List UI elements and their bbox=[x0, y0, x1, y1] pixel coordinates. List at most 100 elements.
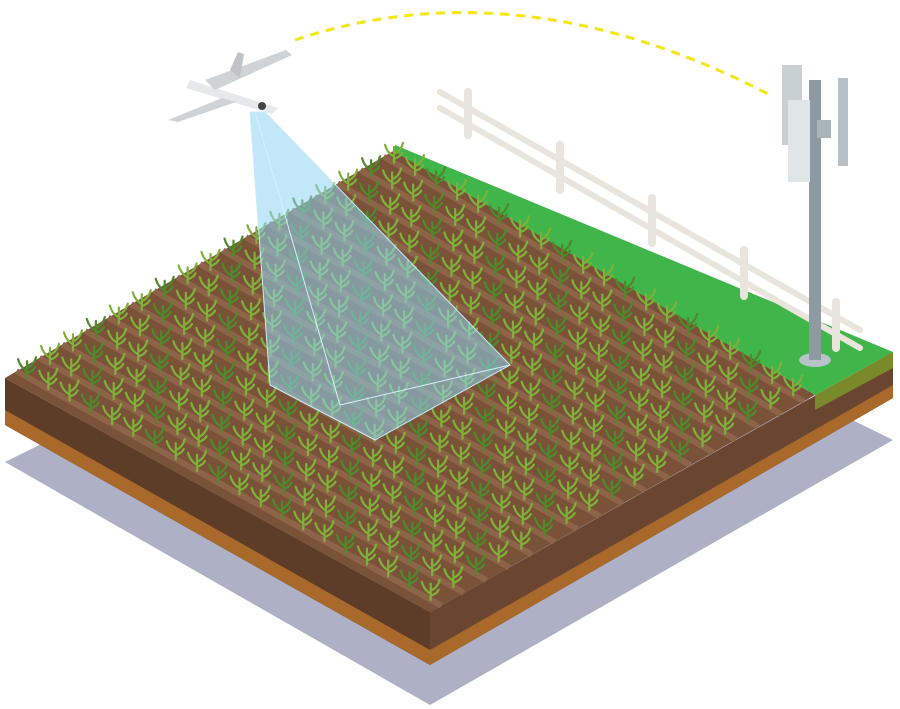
soil-ridge bbox=[83, 328, 511, 570]
crop-plant bbox=[126, 364, 147, 387]
crop-plant bbox=[592, 289, 613, 312]
crop-plant bbox=[518, 403, 540, 426]
crop-plant bbox=[165, 438, 186, 461]
crop-plant bbox=[468, 503, 490, 527]
crop-plant bbox=[216, 336, 237, 359]
crop-plant bbox=[341, 432, 362, 455]
crop-plant bbox=[467, 190, 489, 213]
crop-plant bbox=[485, 253, 506, 276]
crop-plant bbox=[59, 379, 80, 402]
crop-plant bbox=[558, 477, 579, 500]
crop-plant bbox=[212, 386, 234, 409]
crop-plant bbox=[615, 276, 636, 299]
crop-plant bbox=[783, 374, 804, 397]
crop-plant bbox=[590, 314, 611, 337]
grass-side bbox=[815, 352, 893, 410]
crop-plant bbox=[200, 248, 221, 272]
crop-plant bbox=[382, 167, 403, 190]
crop-plant bbox=[465, 553, 487, 576]
crop-plant bbox=[315, 495, 337, 518]
crop-plant bbox=[481, 304, 502, 327]
crop-plant bbox=[445, 203, 466, 227]
crop-plant bbox=[146, 401, 167, 424]
crop-plant bbox=[294, 483, 315, 506]
crop-plant bbox=[385, 431, 406, 454]
crop-plant bbox=[273, 471, 294, 495]
crop-plant bbox=[297, 433, 318, 457]
crop-plant bbox=[128, 339, 149, 362]
crop-plant bbox=[671, 413, 692, 436]
crop-plant bbox=[196, 299, 218, 322]
crop-plant bbox=[580, 464, 601, 487]
crop-plant bbox=[566, 352, 587, 375]
crop-plant bbox=[490, 515, 511, 538]
crop-plant bbox=[627, 413, 648, 437]
crop-plant bbox=[504, 291, 525, 314]
crop-plant bbox=[694, 400, 715, 423]
crop-plant bbox=[760, 386, 781, 410]
crop-plant bbox=[630, 363, 652, 387]
crop-plant bbox=[359, 180, 380, 203]
crop-plant bbox=[488, 202, 510, 226]
crop-plant bbox=[601, 476, 623, 499]
crop-plant bbox=[514, 478, 535, 501]
crop-plant bbox=[582, 439, 603, 462]
crop-plant bbox=[314, 520, 335, 543]
crop-plant bbox=[501, 341, 522, 364]
crop-plant bbox=[85, 315, 106, 339]
crop-plant bbox=[520, 378, 541, 401]
crop-plant bbox=[497, 391, 519, 414]
drone-scan-beam bbox=[249, 111, 511, 441]
crop-plant bbox=[550, 264, 571, 288]
crop-plant bbox=[441, 254, 462, 277]
crop-plant bbox=[546, 315, 567, 338]
crop-plant bbox=[276, 422, 297, 445]
crop-plant bbox=[209, 436, 230, 459]
crop-plant bbox=[400, 542, 422, 565]
crop-plant bbox=[535, 490, 556, 513]
crop-plant bbox=[147, 376, 168, 399]
soil-ridge bbox=[359, 167, 783, 417]
crop-plant bbox=[404, 153, 426, 177]
crop-plant bbox=[274, 447, 296, 470]
crop-plant bbox=[651, 376, 673, 399]
crop-plant bbox=[232, 423, 253, 446]
crop-plant bbox=[338, 168, 359, 191]
crop-plant bbox=[221, 260, 242, 284]
crop-plant bbox=[237, 348, 258, 371]
crop-plant bbox=[541, 390, 562, 413]
crop-plant bbox=[229, 473, 250, 496]
crop-plant bbox=[538, 440, 559, 463]
crop-plant bbox=[564, 377, 585, 400]
crop-plant bbox=[399, 230, 420, 253]
crop-plant bbox=[669, 438, 691, 461]
crop-plant bbox=[378, 555, 399, 578]
crop-plant bbox=[523, 328, 545, 351]
crop-plant bbox=[444, 541, 465, 564]
crop-plant bbox=[250, 484, 271, 508]
crop-plant bbox=[462, 266, 483, 290]
crop-plant bbox=[609, 351, 631, 375]
crop-plant bbox=[674, 363, 695, 386]
crop-plant bbox=[240, 298, 262, 321]
crop-plant bbox=[655, 325, 676, 349]
crop-plant bbox=[699, 325, 720, 348]
crop-plant bbox=[530, 227, 552, 250]
crop-plant bbox=[450, 442, 471, 465]
crop-plant bbox=[496, 416, 517, 439]
crop-plant bbox=[548, 290, 569, 313]
crop-plant bbox=[594, 264, 615, 287]
crop-plant bbox=[296, 458, 317, 482]
crop-plant bbox=[191, 374, 212, 398]
crop-plant bbox=[144, 426, 165, 449]
crop-plant bbox=[170, 363, 191, 386]
crop-plant bbox=[692, 425, 713, 448]
crop-plant bbox=[154, 275, 175, 298]
crop-plant bbox=[382, 481, 403, 504]
crop-plant bbox=[762, 361, 783, 385]
crop-plant bbox=[320, 420, 341, 444]
crop-plant bbox=[105, 352, 126, 376]
crop-plant bbox=[422, 554, 443, 577]
crop-plant bbox=[168, 388, 190, 411]
